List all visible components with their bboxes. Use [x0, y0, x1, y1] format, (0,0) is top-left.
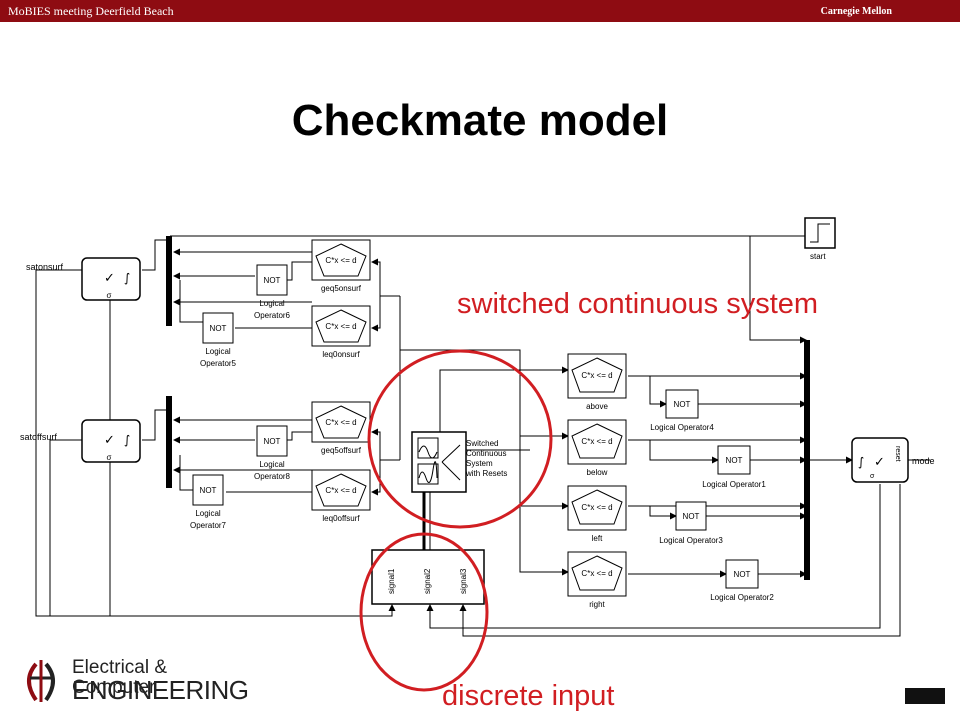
geq5on-label: geq5onsurf	[321, 284, 362, 293]
svg-text:∫: ∫	[124, 433, 130, 447]
compare-expr: C*x <= d	[581, 569, 612, 578]
compare-right[interactable]: C*x <= d right	[567, 551, 627, 609]
mode-label: mode	[912, 456, 935, 466]
left-label: left	[592, 534, 603, 543]
not-text: NOT	[734, 570, 751, 579]
svg-text:✓: ✓	[104, 433, 115, 448]
satonsurf-block[interactable]: ✓ ∫ σ satonsurf	[26, 257, 141, 301]
scs-line2: Continuous	[466, 449, 506, 458]
lo7-label2: Operator7	[190, 521, 227, 530]
compare-leq0on[interactable]: C*x <= d leq0onsurf	[311, 305, 371, 359]
logo-line1: Electrical & Computer	[72, 657, 168, 698]
lo3-label: Logical Operator3	[659, 536, 723, 545]
lo6-label2: Operator6	[254, 311, 291, 320]
compare-expr: C*x <= d	[581, 503, 612, 512]
satoff-label: satoffsurf	[20, 432, 57, 442]
not-text: NOT	[200, 486, 217, 495]
svg-text:✓: ✓	[874, 455, 885, 470]
mode-reset: reset	[894, 446, 901, 462]
scs-line1: Switched	[466, 439, 498, 448]
not-text: NOT	[264, 437, 281, 446]
not-text: NOT	[726, 456, 743, 465]
lo7-label: Logical	[195, 509, 221, 518]
ece-logo: Electrical & Computer ENGINEERING	[16, 656, 252, 706]
start-label: start	[810, 252, 826, 261]
lo4-label: Logical Operator4	[650, 423, 714, 432]
lo5-label: Logical	[205, 347, 231, 356]
not-operator6[interactable]: NOT Logical Operator6	[254, 264, 291, 320]
compare-above[interactable]: C*x <= d above	[567, 353, 627, 411]
start-block[interactable]: start	[804, 217, 836, 261]
switched-system-block[interactable]: Switched Continuous System with Resets	[411, 431, 507, 493]
compare-expr: C*x <= d	[581, 371, 612, 380]
satoff-sigma: σ	[107, 453, 112, 462]
scs-line4: with Resets	[465, 469, 507, 478]
meeting-label: MoBIES meeting Deerfield Beach	[8, 4, 174, 18]
mode-block[interactable]: ∫ ✓ σ reset mode	[851, 437, 935, 483]
annotation-switched-system: switched continuous system	[457, 288, 819, 320]
compare-geq5on[interactable]: C*x <= d geq5onsurf	[311, 239, 371, 293]
highlight-switched-circle	[367, 349, 553, 529]
lo2-label: Logical Operator2	[710, 593, 774, 602]
highlight-input-circle	[359, 532, 489, 692]
slide-title: Checkmate model	[291, 96, 669, 145]
signal3-label: signal3	[459, 568, 468, 594]
not-operator2[interactable]: NOT Logical Operator2	[710, 559, 774, 602]
above-label: above	[586, 402, 608, 411]
right-label: right	[589, 600, 605, 609]
leq0on-label: leq0onsurf	[322, 350, 360, 359]
not-operator1[interactable]: NOT Logical Operator1	[702, 445, 766, 489]
svg-text:✓: ✓	[104, 271, 115, 286]
below-label: below	[587, 468, 608, 477]
compare-expr: C*x <= d	[325, 486, 356, 495]
leq0off-label: leq0offsurf	[322, 514, 360, 523]
compare-leq0off[interactable]: C*x <= d leq0offsurf	[311, 469, 371, 523]
not-operator4[interactable]: NOT Logical Operator4	[650, 389, 714, 432]
not-operator5[interactable]: NOT Logical Operator5	[200, 312, 237, 368]
lo8-label: Logical	[259, 460, 285, 469]
not-operator3[interactable]: NOT Logical Operator3	[659, 501, 723, 545]
saton-sigma: σ	[107, 291, 112, 300]
compare-below[interactable]: C*x <= d below	[567, 419, 627, 477]
lo1-label: Logical Operator1	[702, 480, 766, 489]
slide-nav-button[interactable]	[905, 688, 945, 704]
not-operator8[interactable]: NOT Logical Operator8	[254, 425, 291, 481]
compare-geq5off[interactable]: C*x <= d geq5offsurf	[311, 401, 371, 455]
signal-block[interactable]: signal1 signal2 signal3	[371, 549, 485, 605]
compare-expr: C*x <= d	[581, 437, 612, 446]
not-text: NOT	[264, 276, 281, 285]
lo8-label2: Operator8	[254, 472, 291, 481]
signal2-label: signal2	[423, 568, 432, 594]
not-text: NOT	[683, 512, 700, 521]
university-label: Carnegie Mellon	[820, 6, 892, 17]
compare-left[interactable]: C*x <= d left	[567, 485, 627, 543]
not-text: NOT	[210, 324, 227, 333]
saton-label: satonsurf	[26, 262, 64, 272]
logo-line2: ENGINEERING	[72, 675, 249, 705]
signal1-label: signal1	[387, 568, 396, 594]
ece-logo-icon	[27, 660, 55, 702]
not-operator7[interactable]: NOT Logical Operator7	[190, 474, 227, 530]
scs-line3: System	[466, 459, 493, 468]
compare-expr: C*x <= d	[325, 256, 356, 265]
satoffsurf-block[interactable]: ✓ ∫ σ satoffsurf	[20, 419, 141, 463]
header-bar: MoBIES meeting Deerfield Beach Carnegie …	[0, 0, 960, 22]
svg-text:∫: ∫	[858, 455, 864, 469]
compare-expr: C*x <= d	[325, 322, 356, 331]
lo6-label: Logical	[259, 299, 285, 308]
annotation-discrete-input: discrete input	[442, 680, 615, 712]
compare-expr: C*x <= d	[325, 418, 356, 427]
geq5off-label: geq5offsurf	[321, 446, 362, 455]
svg-text:∫: ∫	[124, 271, 130, 285]
lo5-label2: Operator5	[200, 359, 237, 368]
not-text: NOT	[674, 400, 691, 409]
mode-sigma: σ	[870, 473, 875, 480]
